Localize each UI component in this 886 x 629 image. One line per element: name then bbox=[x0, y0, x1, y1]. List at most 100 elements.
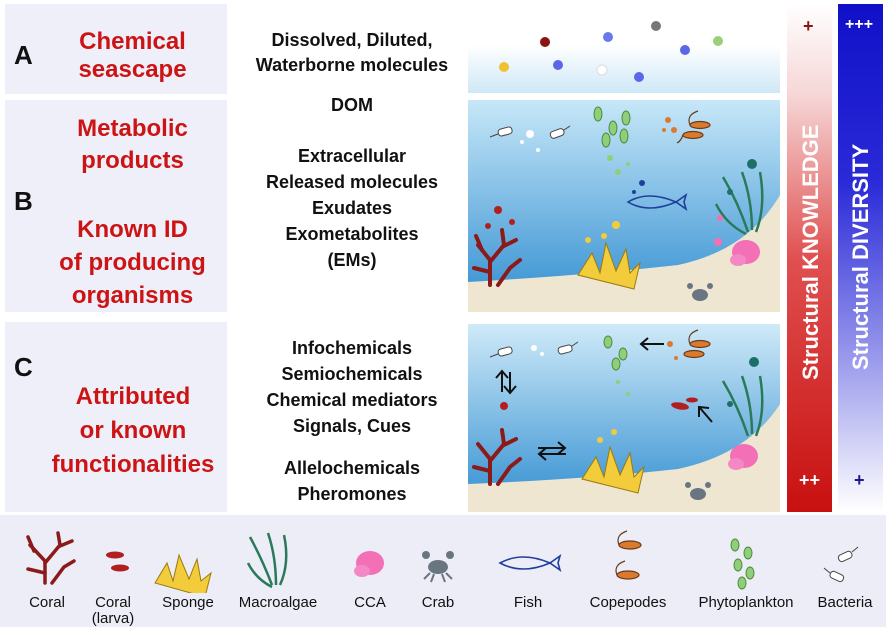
diversity-top-symbol: +++ bbox=[845, 16, 874, 33]
molecule-dot bbox=[553, 60, 563, 70]
scene-c-reef bbox=[468, 324, 780, 512]
term-allelochemicals: Allelochemicals bbox=[283, 458, 421, 478]
section-a-title-line1: Chemical bbox=[79, 28, 186, 55]
molecule-dot bbox=[651, 21, 661, 31]
diversity-label: Structural DIVERSITY bbox=[848, 143, 873, 370]
knowledge-bar bbox=[787, 4, 832, 512]
section-b-title2-line3: organisms bbox=[71, 282, 194, 309]
section-b-title2-line2: of producing bbox=[59, 249, 206, 276]
section-b-terms: Extracellular Released molecules Exudate… bbox=[232, 143, 472, 273]
term-semiochemicals: Semiochemicals bbox=[281, 364, 423, 384]
fish-icon bbox=[626, 193, 688, 211]
term-exometabolites: Exometabolites bbox=[285, 224, 419, 244]
molecule-dot bbox=[713, 36, 723, 46]
bacteria-icon bbox=[489, 341, 579, 358]
cca-icon bbox=[728, 444, 758, 470]
scene-b-reef bbox=[468, 100, 780, 312]
term-released: Released molecules bbox=[265, 172, 439, 192]
section-a-terms: Dissolved, Diluted, Waterborne molecules bbox=[232, 28, 472, 78]
section-c-title-line3: functionalities bbox=[51, 451, 215, 478]
molecule-dot bbox=[680, 45, 690, 55]
phytoplankton-icon bbox=[730, 538, 755, 590]
section-c-letter: C bbox=[14, 352, 33, 382]
panel-a-label bbox=[5, 4, 227, 94]
legend-label-sponge: Sponge bbox=[162, 594, 214, 611]
molecule-dot bbox=[634, 72, 644, 82]
sponge-icon bbox=[577, 241, 641, 290]
term-pheromones: Pheromones bbox=[297, 484, 407, 504]
sand bbox=[468, 404, 780, 512]
term-ems: (EMs) bbox=[327, 250, 377, 270]
legend-label-crab: Crab bbox=[421, 594, 455, 611]
arrows-left-right-icon bbox=[537, 441, 567, 461]
diversity-bottom-symbol: + bbox=[854, 470, 865, 490]
sponge-icon bbox=[154, 553, 212, 593]
molecules-graphic bbox=[499, 21, 723, 82]
bacteria-icon bbox=[489, 125, 571, 139]
section-b-letter: B bbox=[14, 186, 33, 216]
section-a-title: Chemical seascape bbox=[40, 28, 225, 84]
macroalgae-icon bbox=[714, 171, 764, 236]
term-infochemicals: Infochemicals bbox=[291, 338, 413, 358]
term-extracellular: Extracellular bbox=[297, 146, 407, 166]
cca-icon bbox=[354, 551, 384, 577]
scene-a-water bbox=[468, 5, 780, 93]
panel-b-label bbox=[5, 100, 227, 312]
knowledge-top-symbol: + bbox=[803, 16, 814, 36]
section-b-title1-line2: products bbox=[81, 147, 184, 174]
macroalgae-icon bbox=[721, 375, 764, 437]
section-c-title: Attributed or known functionalities bbox=[38, 380, 228, 482]
section-b-title2: Known ID of producing organisms bbox=[40, 213, 225, 312]
section-b-title1-line1: Metabolic bbox=[77, 115, 188, 142]
diversity-bar bbox=[838, 4, 883, 512]
section-c-title-line1: Attributed bbox=[75, 383, 191, 410]
knowledge-label: Structural KNOWLEDGE bbox=[798, 124, 823, 380]
reef-scene-b-graphic bbox=[468, 100, 780, 312]
dom-label: DOM bbox=[331, 95, 373, 115]
legend-label-macroalgae: Macroalgae bbox=[238, 594, 318, 611]
term-exudates: Exudates bbox=[311, 198, 393, 218]
legend-label-coral-larva: Coral (larva) bbox=[88, 595, 138, 627]
phytoplankton-icon bbox=[603, 335, 628, 371]
term-chemical-mediators: Chemical mediators bbox=[266, 390, 438, 410]
legend-icons bbox=[26, 530, 859, 593]
phytoplankton-icon bbox=[593, 106, 631, 148]
coral-larva-icon bbox=[106, 551, 129, 572]
arrow-left-icon bbox=[639, 337, 664, 351]
coral-icon bbox=[472, 228, 522, 287]
sponge-icon bbox=[581, 445, 645, 494]
section-a-letter: A bbox=[14, 40, 33, 70]
copepode-icon bbox=[615, 530, 642, 580]
legend-label-cca: CCA bbox=[354, 594, 386, 611]
coral-larva-icon bbox=[671, 397, 698, 410]
panel-c-label bbox=[5, 322, 227, 512]
copepode-icon bbox=[676, 110, 711, 144]
section-b-title2-line1: Known ID bbox=[77, 216, 188, 243]
section-b-title1: Metabolic products bbox=[40, 113, 225, 177]
legend-label-copepodes: Copepodes bbox=[589, 594, 667, 611]
legend-label-coral-larva-line2: (larva) bbox=[91, 610, 135, 627]
molecule-dot bbox=[540, 37, 550, 47]
coral-icon bbox=[472, 428, 522, 486]
fish-icon bbox=[498, 554, 562, 572]
molecule-dot bbox=[603, 32, 613, 42]
legend-panel: Coral Coral (larva) Sponge Macroalgae CC… bbox=[0, 515, 886, 627]
legend-label-fish: Fish bbox=[513, 594, 543, 611]
crab-icon bbox=[422, 551, 454, 583]
term-signals-cues: Signals, Cues bbox=[292, 416, 412, 436]
term-dissolved: Dissolved, Diluted, bbox=[271, 30, 433, 50]
section-a-title-line2: seascape bbox=[78, 56, 187, 83]
cca-icon bbox=[730, 240, 760, 266]
term-waterborne: Waterborne molecules bbox=[255, 55, 449, 75]
molecule-dot bbox=[596, 64, 608, 76]
sand bbox=[468, 195, 780, 312]
section-c-terms: Infochemicals Semiochemicals Chemical me… bbox=[232, 335, 472, 439]
copepode-icon bbox=[683, 329, 711, 359]
molecule-dot bbox=[499, 62, 509, 72]
knowledge-bottom-symbol: ++ bbox=[799, 470, 821, 490]
coral-icon bbox=[26, 531, 76, 585]
reef-scene-c-graphic bbox=[468, 324, 780, 512]
legend-label-bacteria: Bacteria bbox=[817, 594, 873, 611]
legend-label-coral: Coral bbox=[29, 594, 65, 611]
arrows-up-down-icon bbox=[495, 369, 517, 395]
